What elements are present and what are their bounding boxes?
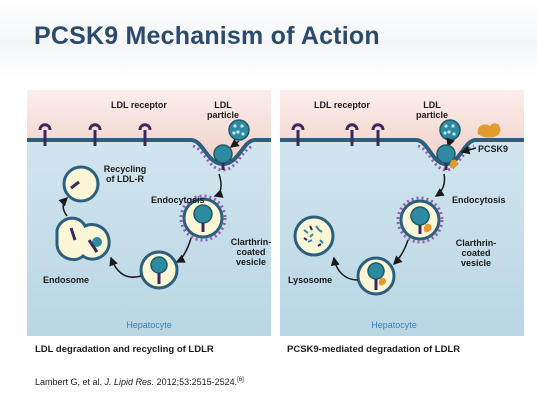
ldl-particle-dots (443, 124, 456, 136)
clathrin-coat (417, 144, 475, 172)
citation-details: 2012;53:2515-2524. (154, 377, 238, 387)
label-hepatocyte: Hepatocyte (126, 320, 172, 330)
label-lysosome: Lysosome (288, 275, 332, 285)
right-diagram: LDL receptor LDL particle PCSK9 Endocyto… (280, 90, 524, 336)
clathrin-vesicle-1 (396, 196, 444, 244)
label-particle: particle (416, 110, 448, 120)
label-recycling: Recycling (104, 164, 147, 174)
label-pcsk9: PCSK9 (478, 144, 508, 154)
clathrin-vesicle-1 (179, 194, 227, 242)
label-of-ldlr: of LDL-R (106, 174, 144, 184)
label-endocytosis: Endocytosis (151, 195, 205, 205)
ldl-receptor (291, 123, 385, 146)
ldl-particle-icon (228, 119, 250, 141)
clathrin-coat (192, 144, 254, 172)
label-hepatocyte: Hepatocyte (371, 320, 417, 330)
ldl-particle-icon (439, 119, 461, 141)
label-ldl-receptor: LDL receptor (314, 100, 370, 110)
label-ldl-receptor: LDL receptor (111, 100, 167, 110)
pcsk9-icon (477, 123, 501, 138)
arrow-particle-to-pit (229, 138, 240, 148)
vesicle-2 (139, 250, 179, 290)
label-vesicle: vesicle (236, 257, 266, 267)
ldl-particle-dots (232, 124, 245, 136)
label-clathrin: Clarthrin- (456, 238, 497, 248)
citation-journal: J. Lipid Res. (104, 377, 155, 387)
recycling-vesicle (62, 165, 100, 203)
citation-authors: Lambert G, et al. (35, 377, 105, 387)
right-caption: PCSK9-mediated degradation of LDLR (287, 344, 461, 355)
ldl-receptor (38, 123, 152, 146)
citation: Lambert G, et al. J. Lipid Res. 2012;53:… (35, 377, 244, 387)
ldl-in-pit-icon (213, 144, 233, 164)
arrow-pcsk9 (460, 145, 477, 155)
left-diagram-panel: LDL receptor LDL particle Recycling of L… (27, 90, 271, 336)
citation-footnote: [6] (237, 377, 244, 383)
label-coated: coated (461, 248, 490, 258)
endosome (55, 216, 111, 261)
label-ldl: LDL (423, 100, 441, 110)
label-particle: particle (207, 110, 239, 120)
label-endocytosis: Endocytosis (452, 195, 506, 205)
label-clathrin: Clarthrin- (231, 237, 271, 247)
label-ldl: LDL (214, 100, 232, 110)
right-diagram-panel: LDL receptor LDL particle PCSK9 Endocyto… (280, 90, 524, 336)
left-caption: LDL degradation and recycling of LDLR (35, 344, 214, 355)
title-band (0, 0, 537, 78)
extracellular-space (280, 90, 524, 164)
pathway-arrows (58, 173, 224, 278)
left-diagram: LDL receptor LDL particle Recycling of L… (27, 90, 271, 336)
lysosome (293, 215, 335, 257)
pcsk9-bound-icon (449, 159, 458, 169)
vesicle-2 (356, 256, 396, 296)
label-vesicle: vesicle (461, 258, 491, 268)
label-endosome: Endosome (43, 275, 89, 285)
pathway-arrows (330, 173, 446, 281)
slide-title: PCSK9 Mechanism of Action (34, 22, 380, 50)
label-coated: coated (236, 247, 265, 257)
